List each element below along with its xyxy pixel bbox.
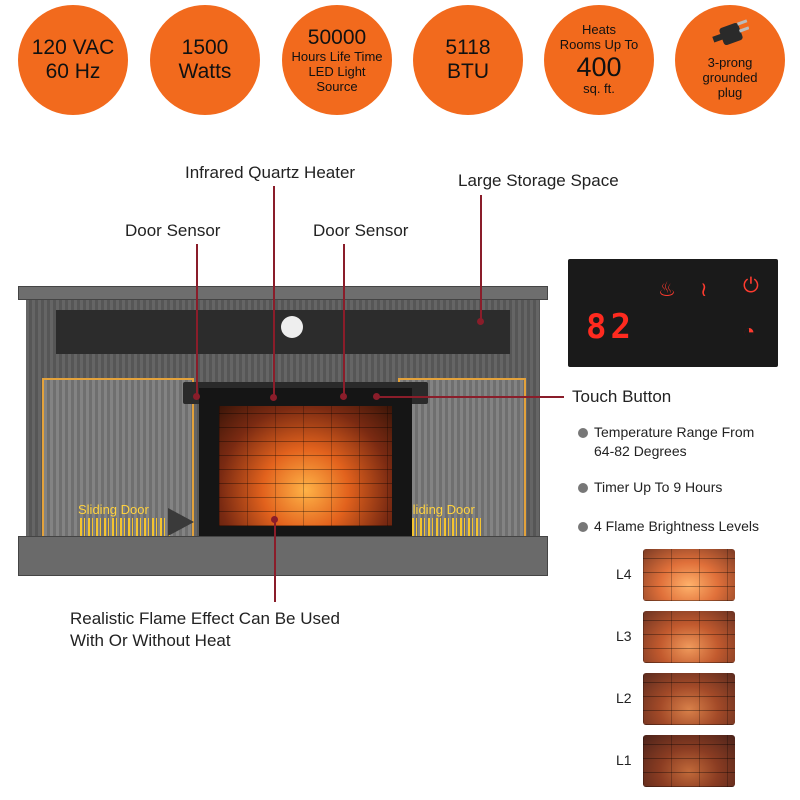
spec-heat-unit: sq. ft. xyxy=(583,80,615,96)
spec-watts: 1500 Watts xyxy=(150,5,260,115)
touch-control-panel: ♨ ≀ ⏻ 82 ◔ xyxy=(568,259,778,367)
leader-dot-door-right xyxy=(340,393,347,400)
cable-hole xyxy=(281,316,303,338)
spec-heat-area: Heats Rooms Up To 400 sq. ft. xyxy=(544,5,654,115)
spec-plug-line3: plug xyxy=(717,85,743,101)
bullet xyxy=(578,522,588,533)
feature-brightness-text: 4 Flame Brightness Levels xyxy=(594,518,759,534)
feature-timer: Timer Up To 9 Hours xyxy=(578,478,722,497)
level-image-3 xyxy=(643,611,735,663)
leader-dot-storage xyxy=(477,318,484,325)
leader-door-sensor-left xyxy=(196,244,198,396)
door-sensor-strip-left xyxy=(80,518,172,536)
spec-plug-line1: 3-prong xyxy=(707,55,753,71)
spec-plug-line2: grounded xyxy=(702,70,758,86)
spec-led-line2: Hours Life Time xyxy=(291,48,383,64)
leader-flame-effect xyxy=(274,520,276,602)
spec-heat-value: 400 xyxy=(576,52,622,83)
spec-led-line3: LED Light xyxy=(308,63,366,79)
stand-base xyxy=(18,536,548,576)
feature-temperature-line1: Temperature Range From xyxy=(594,424,755,440)
arrow-left xyxy=(168,508,194,536)
timer-icon[interactable]: ◔ xyxy=(743,321,756,343)
heat-icon[interactable]: ≀ xyxy=(700,279,708,301)
spec-heat-line2: Rooms Up To xyxy=(559,37,639,53)
callout-flame-effect-line1: Realistic Flame Effect Can Be Used xyxy=(70,609,340,628)
level-image-2 xyxy=(643,673,735,725)
level-label-1: L1 xyxy=(616,752,632,768)
level-label-3: L3 xyxy=(616,628,632,644)
spec-watts-value: 1500 xyxy=(181,35,229,59)
level-label-2: L2 xyxy=(616,690,632,706)
spec-led-hours: 50000 xyxy=(307,25,367,49)
spec-btu-unit: BTU xyxy=(447,60,489,83)
feature-temperature: Temperature Range From 64-82 Degrees xyxy=(578,423,754,461)
callout-door-sensor-left: Door Sensor xyxy=(125,221,221,240)
leader-dot-infrared xyxy=(270,394,277,401)
flame-display xyxy=(219,406,392,526)
leader-dot-touch xyxy=(373,393,380,400)
stand-top xyxy=(18,286,548,300)
spec-watts-unit: Watts xyxy=(178,60,232,83)
leader-storage xyxy=(480,195,482,322)
level-label-4: L4 xyxy=(616,566,632,582)
flame-icon[interactable]: ♨ xyxy=(658,279,676,301)
callout-flame-effect-line2: With Or Without Heat xyxy=(70,631,231,650)
spec-led-line4: Source xyxy=(316,78,358,94)
spec-voltage-freq: 60 Hz xyxy=(45,60,101,83)
plug-icon xyxy=(711,19,750,54)
spec-btu: 5118 BTU xyxy=(413,5,523,115)
leader-infrared xyxy=(273,186,275,398)
fireplace-tv-stand: Sliding Door Sliding Door xyxy=(18,286,548,576)
feature-brightness: 4 Flame Brightness Levels xyxy=(578,517,759,536)
bullet xyxy=(578,483,588,494)
spec-voltage: 120 VAC 60 Hz xyxy=(18,5,128,115)
leader-door-sensor-right xyxy=(343,244,345,396)
door-sensor-strip-right xyxy=(404,518,484,536)
callout-infrared-heater: Infrared Quartz Heater xyxy=(185,163,356,182)
level-image-4 xyxy=(643,549,735,601)
spec-heat-line1: Heats xyxy=(582,22,616,38)
sliding-door-right-label: Sliding Door xyxy=(404,502,475,517)
firebox xyxy=(199,388,412,548)
callout-touch-button: Touch Button xyxy=(572,387,672,406)
callout-storage-space: Large Storage Space xyxy=(458,171,619,190)
spec-voltage-value: 120 VAC xyxy=(31,35,115,59)
leader-touch-button xyxy=(376,396,564,398)
power-icon[interactable]: ⏻ xyxy=(743,275,759,297)
callout-door-sensor-right: Door Sensor xyxy=(313,221,409,240)
temperature-display: 82 xyxy=(586,307,635,347)
spec-btu-value: 5118 xyxy=(445,35,491,59)
spec-led-life: 50000 Hours Life Time LED Light Source xyxy=(282,5,392,115)
sliding-door-right xyxy=(398,378,526,540)
spec-plug: 3-prong grounded plug xyxy=(675,5,785,115)
feature-timer-text: Timer Up To 9 Hours xyxy=(594,479,723,495)
level-image-1 xyxy=(643,735,735,787)
bullet xyxy=(578,428,588,439)
leader-dot-flame xyxy=(271,516,278,523)
leader-dot-door-left xyxy=(193,393,200,400)
sliding-door-left-label: Sliding Door xyxy=(78,502,149,517)
feature-temperature-line2: 64-82 Degrees xyxy=(594,442,687,459)
